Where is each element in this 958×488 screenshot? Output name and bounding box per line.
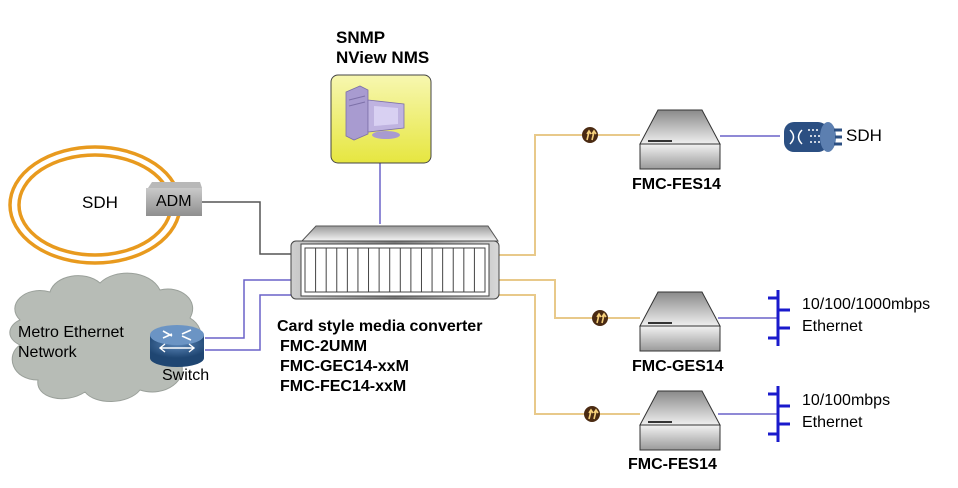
fiber-transceiver-top [582, 127, 598, 143]
fiber-transceiver-bottom [584, 406, 600, 422]
chassis-model: FMC-FEC14-xxM [280, 378, 407, 395]
fiber-transceiver-mid [592, 310, 608, 326]
converter-ges14[interactable] [639, 291, 721, 352]
device-label-ges14: FMC-GES14 [632, 358, 724, 375]
adm-link [202, 201, 294, 255]
switch-link-2 [205, 294, 294, 351]
links [202, 134, 780, 415]
switch-icon[interactable] [150, 325, 204, 367]
switch-label: Switch [162, 367, 210, 384]
fiber-link-bottom [496, 294, 640, 415]
ethernet-bus-icon-ges [768, 290, 790, 346]
card-slots [315, 248, 475, 292]
ethernet-speed-ges: 10/100/1000mbps [802, 296, 931, 313]
sdh-mux-icon[interactable] [784, 122, 842, 152]
nms-label-line1: SNMP [336, 28, 386, 47]
converter-fes14-bottom[interactable] [639, 390, 721, 451]
fiber-link-top [496, 134, 640, 256]
converter-fes14-top[interactable] [639, 109, 721, 170]
chassis-model: FMC-2UMM [280, 338, 368, 355]
sdh-target-label: SDH [846, 126, 882, 145]
ethernet-label-ges: Ethernet [802, 318, 863, 335]
cloud-label-line1: Metro Ethernet [18, 324, 124, 341]
ethernet-label-fes: Ethernet [802, 414, 863, 431]
card-chassis[interactable] [290, 225, 500, 300]
computer-monitor-icon [367, 99, 405, 139]
computer-tower-icon [345, 85, 369, 141]
sdh-ring-label: SDH [82, 193, 118, 212]
switch-link-1 [205, 279, 294, 339]
device-label-fes14-top: FMC-FES14 [632, 176, 721, 193]
nms-label-line2: NView NMS [336, 48, 430, 67]
adm-label: ADM [156, 193, 192, 210]
ethernet-bus-icon-fes [768, 386, 790, 442]
adm-node[interactable] [146, 182, 202, 216]
cloud-label-line2: Network [18, 344, 77, 361]
ethernet-speed-fes: 10/100mbps [802, 392, 891, 409]
nms-station[interactable] [330, 74, 432, 164]
chassis-model: FMC-GEC14-xxM [280, 358, 409, 375]
device-label-fes14-bottom: FMC-FES14 [628, 456, 717, 473]
fiber-link-mid [496, 279, 640, 319]
chassis-caption: Card style media converter [277, 318, 483, 335]
